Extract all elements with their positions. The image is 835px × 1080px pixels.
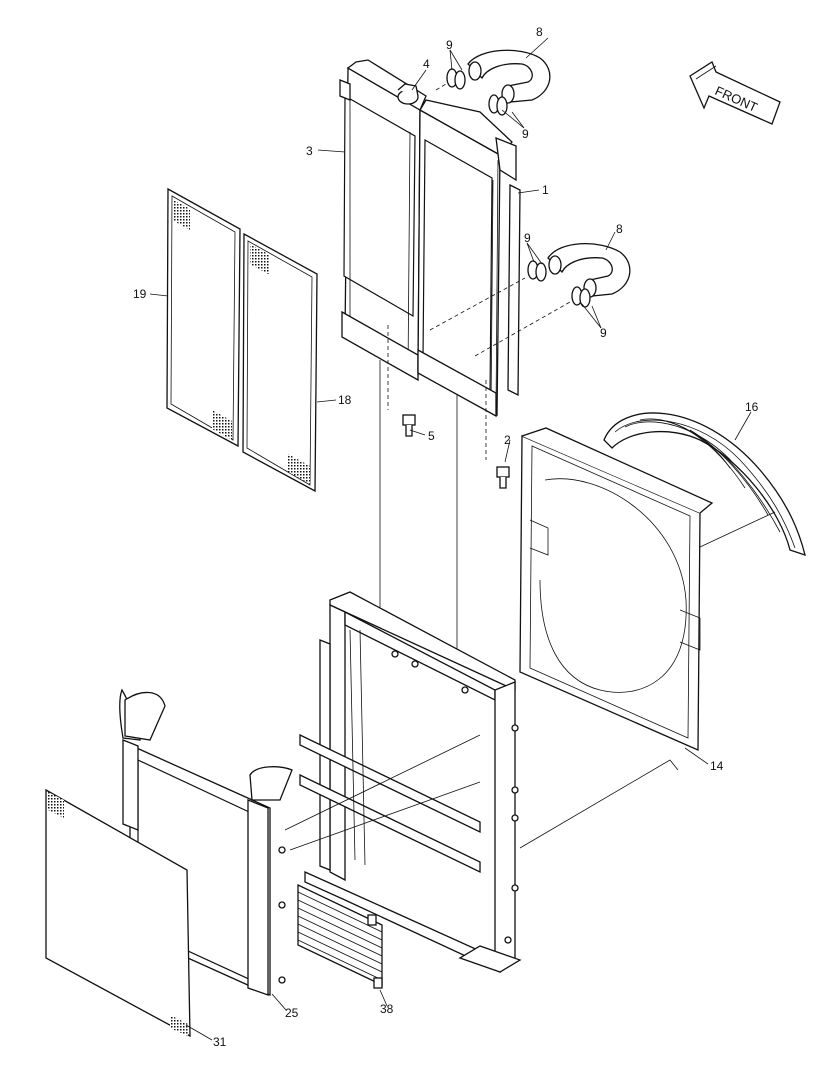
screen-panel-31 — [45, 788, 191, 1038]
assembly-guide-lines — [379, 325, 487, 660]
radiator-mounting-frame — [299, 591, 522, 974]
callout-5: 5 — [428, 429, 435, 443]
front-direction-arrow: FRONT — [689, 61, 781, 125]
hose-8-lower — [547, 243, 631, 298]
callout-1: 1 — [542, 183, 549, 197]
callout-8-lower: 8 — [616, 222, 623, 236]
callouts: 1 2 3 4 5 8 8 9 9 9 9 14 16 18 19 25 31 … — [133, 25, 759, 1049]
callout-19: 19 — [133, 287, 147, 301]
oil-cooler-38 — [297, 883, 383, 989]
callout-3: 3 — [306, 144, 313, 158]
callout-9-a: 9 — [446, 38, 453, 52]
callout-4: 4 — [423, 57, 430, 71]
sensor-5 — [402, 414, 416, 437]
screen-panel-18 — [242, 232, 318, 493]
callout-14: 14 — [710, 759, 724, 773]
hose-8-upper — [467, 49, 551, 104]
leader-lines — [149, 37, 776, 1041]
callout-38: 38 — [380, 1002, 394, 1016]
callout-31: 31 — [213, 1035, 227, 1049]
callout-9-c: 9 — [524, 231, 531, 245]
screen-panel-19 — [166, 187, 241, 448]
radiator-cap-4 — [397, 83, 419, 105]
callout-16: 16 — [745, 400, 759, 414]
radiator-1 — [417, 99, 521, 418]
callout-8-upper: 8 — [536, 25, 543, 39]
callout-25: 25 — [285, 1006, 299, 1020]
fan-shroud-14 — [519, 427, 714, 751]
callout-18: 18 — [338, 393, 352, 407]
callout-9-b: 9 — [522, 127, 529, 141]
sensor-2 — [496, 466, 510, 489]
radiator-3 — [339, 59, 427, 382]
hose-clamps-upper — [435, 68, 508, 116]
callout-2: 2 — [504, 433, 511, 447]
callout-9-d: 9 — [600, 326, 607, 340]
fan-guard-16 — [603, 412, 806, 556]
